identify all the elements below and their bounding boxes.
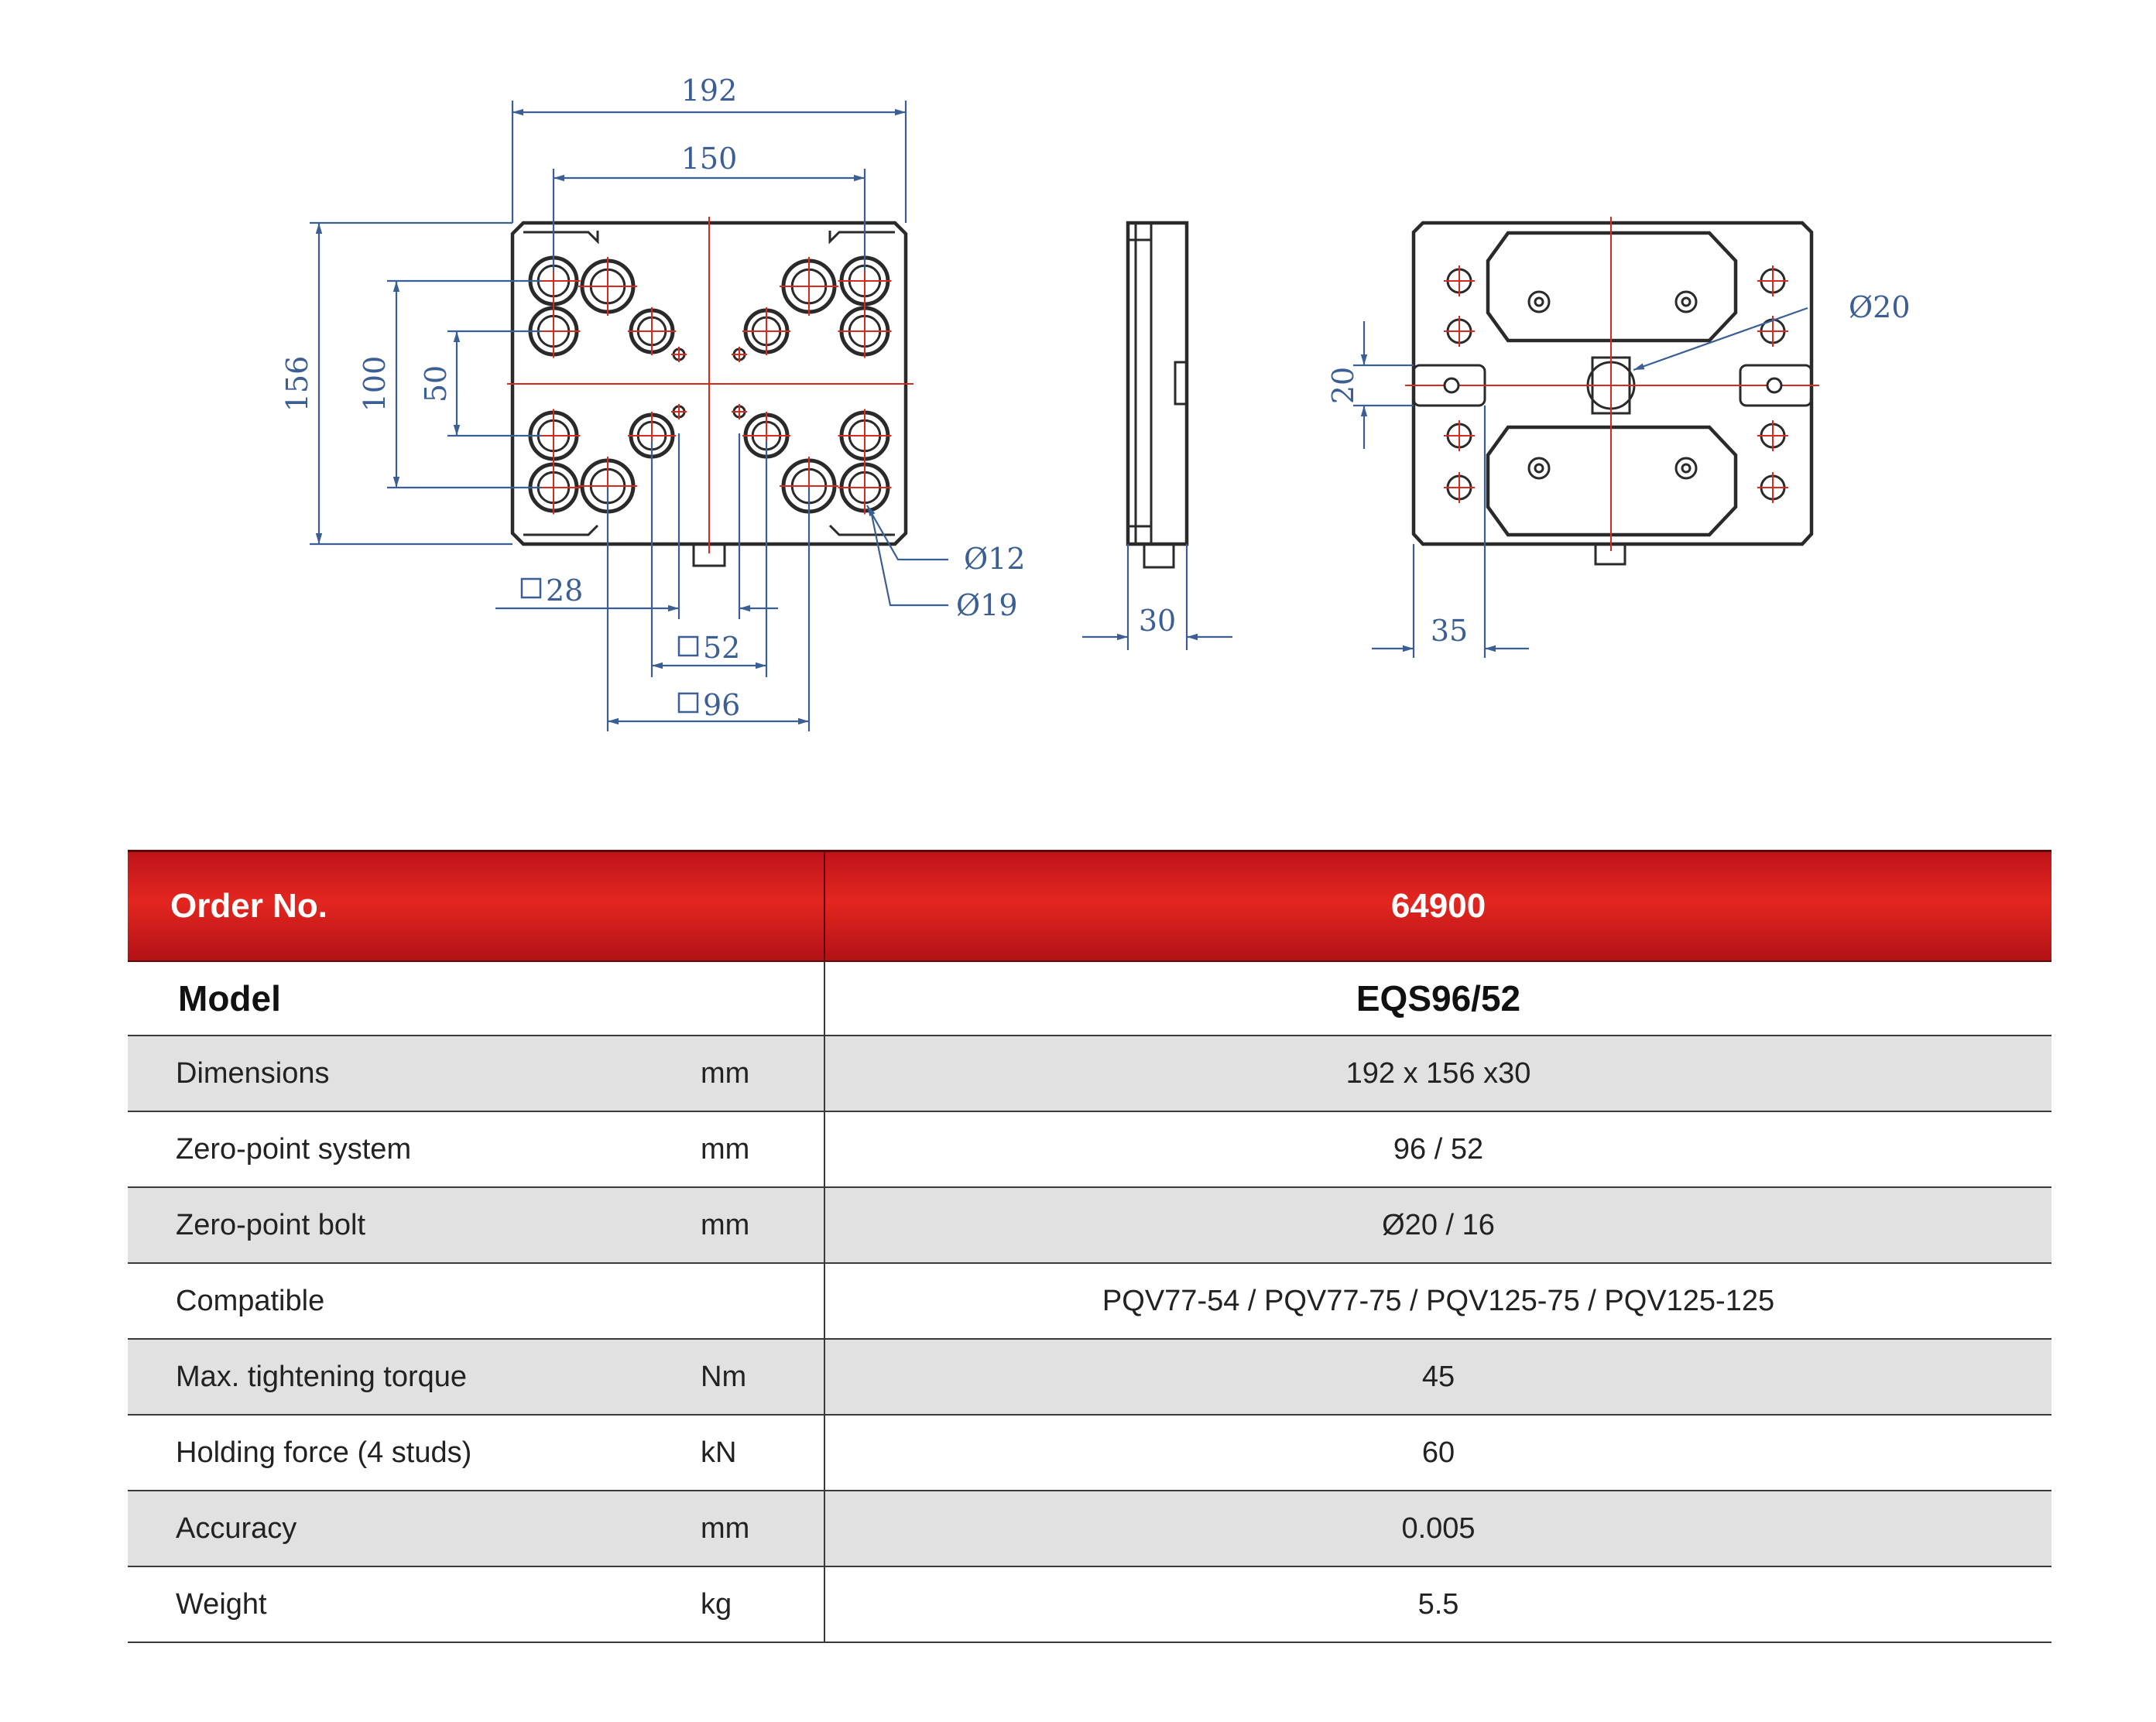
order-number-label: Order No. xyxy=(128,850,825,962)
spec-label: Weight xyxy=(128,1566,701,1643)
dim-hole-spacing-x: 150 xyxy=(681,142,738,176)
dim-hole-spacing-y-inner: 50 xyxy=(419,365,453,402)
dim-slot-width: 20 xyxy=(1326,367,1360,404)
dim-square-28: 28 xyxy=(546,573,583,608)
side-view: 30 xyxy=(1082,221,1232,650)
spec-value: 192 x 156 x30 xyxy=(824,1036,2052,1112)
dim-width: 192 xyxy=(681,74,738,108)
dim-dia-12: Ø12 xyxy=(964,542,1026,576)
dim-hole-spacing-y-outer: 100 xyxy=(358,356,392,413)
spec-unit: Nm xyxy=(701,1339,825,1416)
dim-bolt-dia: Ø20 xyxy=(1849,290,1911,324)
spec-value: Ø20 / 16 xyxy=(824,1187,2052,1264)
slot-hole xyxy=(1443,377,1460,394)
order-number-value: 64900 xyxy=(824,850,2052,962)
dim-square-52: 52 xyxy=(703,631,740,665)
spec-label: Compatible xyxy=(128,1263,701,1340)
spec-unit: mm xyxy=(701,1036,825,1112)
dim-height: 156 xyxy=(280,356,314,413)
dim-thickness: 30 xyxy=(1139,604,1176,638)
spec-label: Zero-point bolt xyxy=(128,1187,701,1264)
dim-dia-19: Ø19 xyxy=(956,588,1018,622)
spec-label: Max. tightening torque xyxy=(128,1339,701,1416)
spec-value: 45 xyxy=(824,1339,2052,1416)
front-view: 192 150 156 100 50 28 52 xyxy=(280,74,1026,731)
table-row: Compatible PQV77-54 / PQV77-75 / PQV125-7… xyxy=(128,1263,2052,1340)
model-row: Model EQS96/52 xyxy=(128,961,2052,1036)
spec-label: Accuracy xyxy=(128,1491,701,1567)
spec-value: 0.005 xyxy=(824,1491,2052,1567)
spec-unit xyxy=(701,1263,825,1340)
spec-unit: kN xyxy=(701,1415,825,1491)
slot-hole xyxy=(1766,377,1783,394)
spec-label: Dimensions xyxy=(128,1036,701,1112)
spec-value: 5.5 xyxy=(824,1566,2052,1643)
model-value: EQS96/52 xyxy=(824,961,2052,1036)
spec-unit: mm xyxy=(701,1111,825,1188)
dim-offset: 35 xyxy=(1431,614,1468,648)
spec-value: 96 / 52 xyxy=(824,1111,2052,1188)
model-label: Model xyxy=(128,961,825,1036)
order-number-row: Order No. 64900 xyxy=(128,850,2052,962)
back-view: Ø20 20 35 xyxy=(1326,217,1911,658)
spec-unit: kg xyxy=(701,1566,825,1643)
spec-unit: mm xyxy=(701,1491,825,1567)
spec-label: Holding force (4 studs) xyxy=(128,1415,701,1491)
spec-label: Zero-point system xyxy=(128,1111,701,1188)
technical-drawing: 192 150 156 100 50 28 52 xyxy=(280,74,1911,731)
spec-unit: mm xyxy=(701,1187,825,1264)
spec-table: Order No. 64900 Model EQS96/52 Dimension… xyxy=(128,850,2052,1643)
dim-square-96: 96 xyxy=(703,688,740,722)
spec-value: 60 xyxy=(824,1415,2052,1491)
spec-value: PQV77-54 / PQV77-75 / PQV125-75 / PQV125… xyxy=(824,1263,2052,1340)
